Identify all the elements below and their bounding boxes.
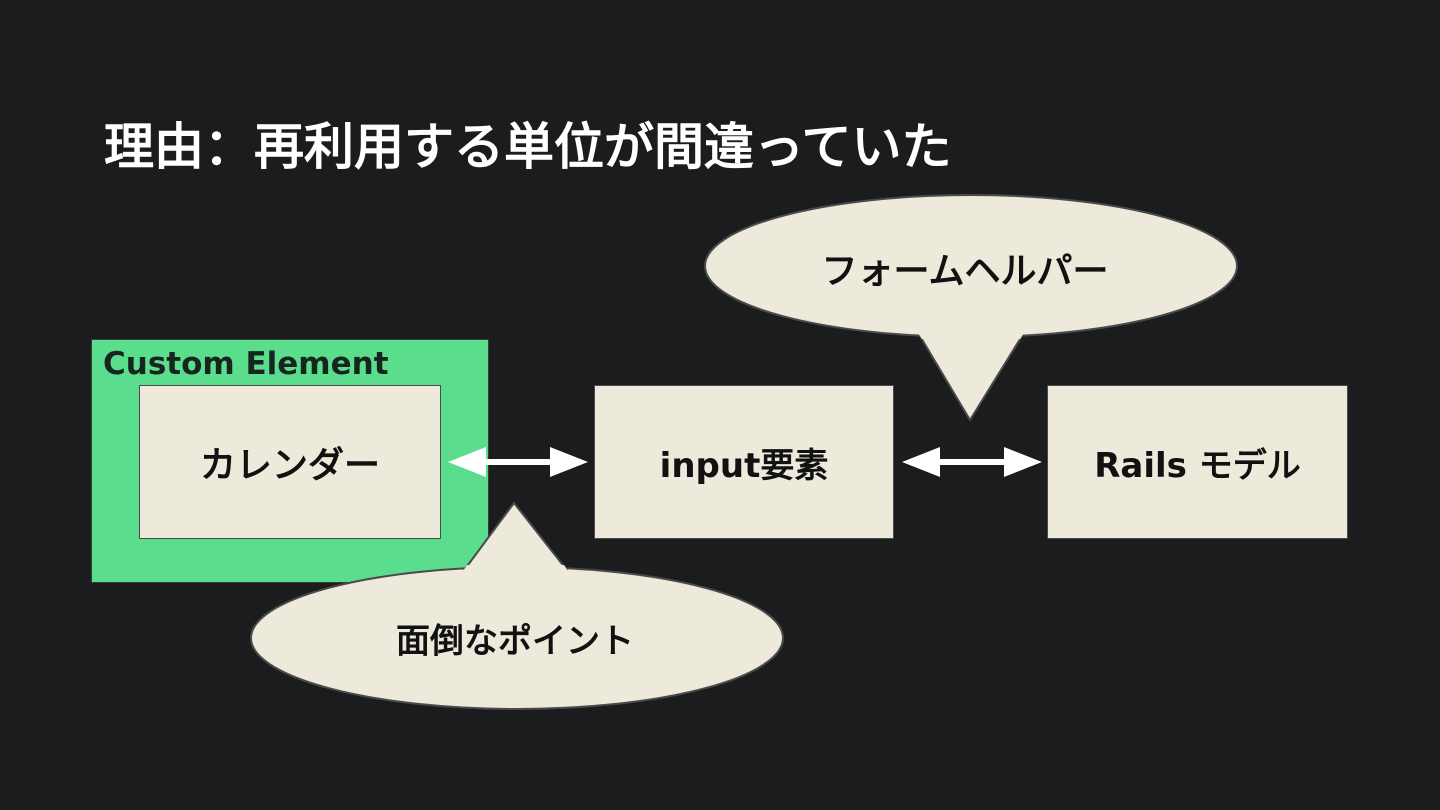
custom-element-label: Custom Element xyxy=(103,346,389,382)
pain-point-callout xyxy=(250,501,784,710)
calendar-box: カレンダー xyxy=(139,385,441,539)
rails-model-box: Rails モデル xyxy=(1047,385,1348,539)
slide-title: 理由：再利用する単位が間違っていた xyxy=(104,118,952,176)
form-helper-bubble-tail xyxy=(918,335,1024,422)
double-arrow-calendar-input xyxy=(448,447,588,477)
form-helper-callout xyxy=(704,194,1238,422)
pain-point-bubble-tail xyxy=(463,501,569,570)
pain-point-label: 面倒なポイント xyxy=(396,621,634,662)
form-helper-label: フォームヘルパー xyxy=(821,251,1109,292)
input-element-box: input要素 xyxy=(594,385,894,539)
double-arrow-input-rails xyxy=(902,447,1042,477)
